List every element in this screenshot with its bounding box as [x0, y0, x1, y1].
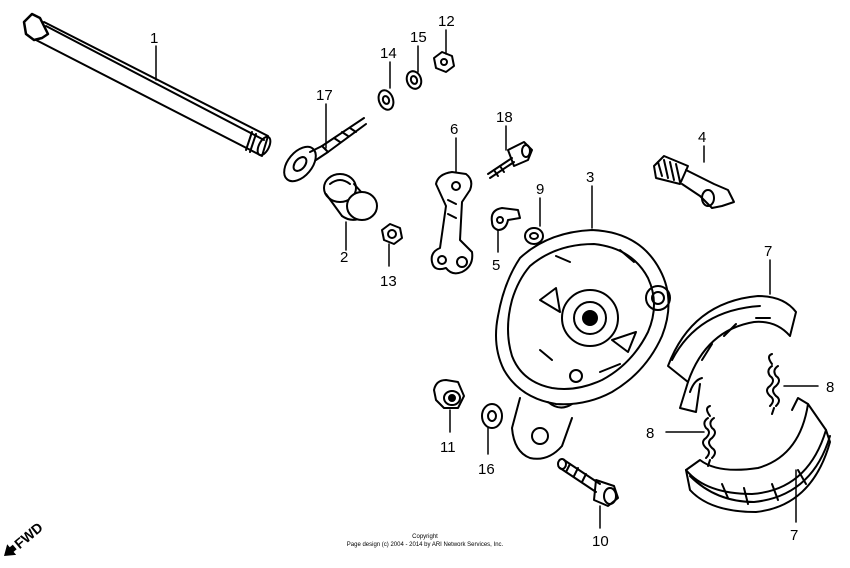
part-nut-11 [433, 379, 465, 409]
callout-8-left: 8 [646, 425, 654, 442]
part-washer-9 [524, 227, 544, 245]
callout-13: 13 [380, 273, 397, 290]
part-washer-16 [481, 403, 503, 429]
part-nut-12 [433, 51, 455, 73]
callout-15: 15 [410, 29, 427, 46]
callout-12: 12 [438, 13, 455, 30]
callout-4: 4 [698, 129, 706, 146]
copyright-notice: Copyright Page design (c) 2004 - 2014 by… [347, 534, 504, 548]
part-washer-15 [405, 70, 423, 90]
part-axle [22, 12, 272, 157]
part-bolt-10 [557, 458, 619, 507]
part-bolt-18 [487, 141, 533, 179]
callout-numbers: 1 2 3 4 5 6 7 7 8 8 9 10 11 12 13 14 15 … [150, 13, 834, 550]
callout-1: 1 [150, 30, 158, 47]
callout-16: 16 [478, 461, 495, 478]
part-nut-13 [381, 223, 403, 245]
forward-direction-indicator: FWD [4, 519, 46, 556]
part-washer-14 [377, 89, 395, 111]
part-brake-cam [653, 155, 735, 209]
part-brake-shoe-lower [685, 397, 831, 513]
callout-9: 9 [536, 181, 544, 198]
part-spring-right [766, 353, 780, 415]
part-collar [323, 173, 378, 221]
callout-8-right: 8 [826, 379, 834, 396]
part-brake-shoe-upper [667, 295, 797, 413]
callout-5: 5 [492, 257, 500, 274]
part-torque-link [430, 171, 474, 275]
callout-7-lower: 7 [790, 527, 798, 544]
callout-10: 10 [592, 533, 609, 550]
callout-2: 2 [340, 249, 348, 266]
callout-6: 6 [450, 121, 458, 138]
callout-3: 3 [586, 169, 594, 186]
copyright-line-1: Copyright [412, 534, 438, 540]
part-clip [490, 207, 521, 231]
leader-lines [155, 29, 819, 529]
callout-17: 17 [316, 87, 333, 104]
callout-7-upper: 7 [764, 243, 772, 260]
part-adjuster-bolt [283, 117, 367, 183]
callout-14: 14 [380, 45, 397, 62]
callout-18: 18 [496, 109, 513, 126]
copyright-line-2: Page design (c) 2004 - 2014 by ARI Netwo… [347, 542, 504, 548]
part-spring-left [702, 405, 716, 467]
callout-11: 11 [440, 439, 456, 456]
forward-arrow-icon [4, 544, 17, 556]
part-brake-panel [495, 229, 671, 460]
forward-label: FWD [11, 519, 46, 552]
